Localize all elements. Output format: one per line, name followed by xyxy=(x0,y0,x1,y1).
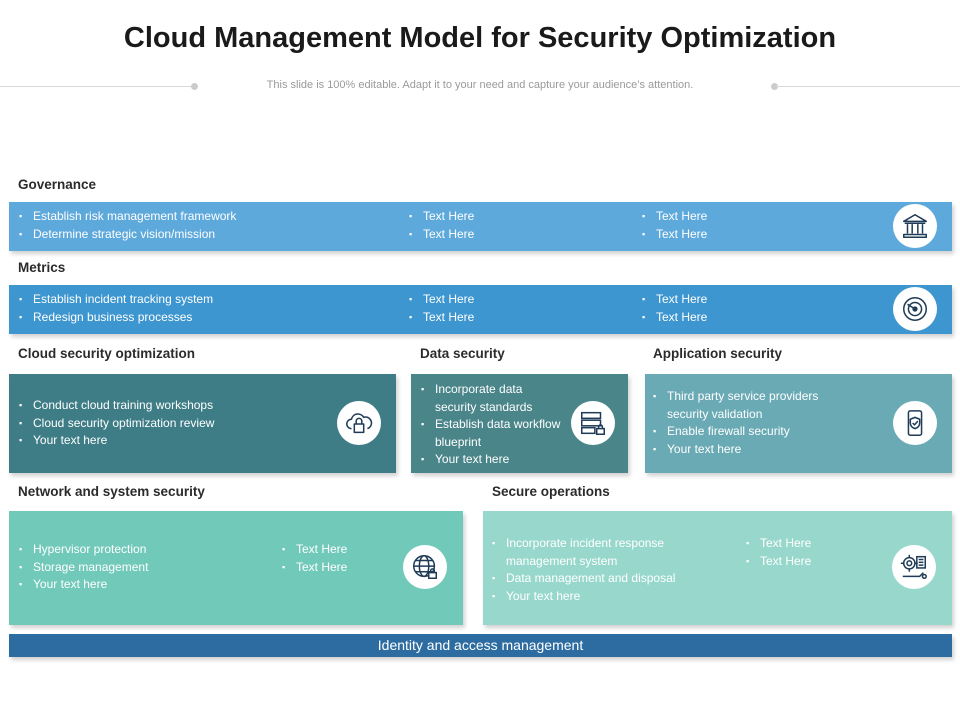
list-item: Incorporate data security standards xyxy=(421,381,561,416)
list-item: Text Here xyxy=(642,291,842,309)
list-item: Enable firewall security xyxy=(653,423,863,441)
list-item: Determine strategic vision/mission xyxy=(19,226,399,244)
network-security-col2: Text Here Text Here xyxy=(282,541,392,576)
list-item: Text Here xyxy=(746,535,856,553)
page-subtitle: This slide is 100% editable. Adapt it to… xyxy=(266,79,694,91)
network-security-label: Network and system security xyxy=(18,484,205,499)
page-title: Cloud Management Model for Security Opti… xyxy=(123,22,837,54)
metrics-col3: Text Here Text Here xyxy=(642,291,842,326)
list-item: Establish incident tracking system xyxy=(19,291,399,309)
governance-col1: Establish risk management framework Dete… xyxy=(19,208,399,243)
cloud-security-label: Cloud security optimization xyxy=(18,346,196,361)
list-item: Text Here xyxy=(409,309,609,327)
list-item: Your text here xyxy=(492,588,712,606)
governance-label: Governance xyxy=(18,177,97,192)
list-item: Text Here xyxy=(746,553,856,571)
secure-operations-panel: Incorporate incident response management… xyxy=(483,511,952,625)
identity-access-band: Identity and access management xyxy=(9,634,952,657)
cloud-security-panel: Conduct cloud training workshops Cloud s… xyxy=(9,374,396,473)
gauge-dial-icon xyxy=(893,287,937,331)
governance-band: Establish risk management framework Dete… xyxy=(9,202,952,251)
list-item: Text Here xyxy=(409,291,609,309)
list-item: Your text here xyxy=(19,432,319,450)
list-item: Your text here xyxy=(653,441,863,459)
list-item: Your text here xyxy=(19,576,269,594)
list-item: Establish risk management framework xyxy=(19,208,399,226)
subtitle-rule-left xyxy=(0,86,192,87)
list-item: Text Here xyxy=(409,226,609,244)
mobile-shield-icon xyxy=(893,401,937,445)
list-item: Establish data workflow blueprint xyxy=(421,416,561,451)
gear-circuit-icon xyxy=(892,545,936,589)
list-item: Conduct cloud training workshops xyxy=(19,397,319,415)
list-item: Text Here xyxy=(282,559,392,577)
network-security-panel: Hypervisor protection Storage management… xyxy=(9,511,463,625)
metrics-band: Establish incident tracking system Redes… xyxy=(9,285,952,334)
data-security-panel: Incorporate data security standards Esta… xyxy=(411,374,628,473)
list-item: Incorporate incident response management… xyxy=(492,535,712,570)
list-item: Text Here xyxy=(409,208,609,226)
list-item: Text Here xyxy=(642,309,842,327)
list-item: Data management and disposal xyxy=(492,570,712,588)
list-item: Cloud security optimization review xyxy=(19,415,319,433)
metrics-label: Metrics xyxy=(18,260,66,275)
data-security-list: Incorporate data security standards Esta… xyxy=(421,381,561,469)
list-item: Storage management xyxy=(19,559,269,577)
list-item: Text Here xyxy=(642,226,842,244)
globe-lock-icon xyxy=(403,545,447,589)
data-security-label: Data security xyxy=(420,346,505,361)
bank-building-icon xyxy=(893,204,937,248)
subtitle-rule-right xyxy=(776,86,960,87)
cloud-lock-icon xyxy=(337,401,381,445)
secure-operations-col2: Text Here Text Here xyxy=(746,535,856,570)
application-security-label: Application security xyxy=(653,346,783,361)
secure-operations-label: Secure operations xyxy=(492,484,610,499)
list-item: Third party service providers security v… xyxy=(653,388,863,423)
governance-col2: Text Here Text Here xyxy=(409,208,609,243)
application-security-list: Third party service providers security v… xyxy=(653,388,863,458)
metrics-col2: Text Here Text Here xyxy=(409,291,609,326)
subtitle-dot-right xyxy=(771,83,778,90)
list-item: Your text here xyxy=(421,451,561,469)
list-item: Text Here xyxy=(642,208,842,226)
governance-col3: Text Here Text Here xyxy=(642,208,842,243)
network-security-col1: Hypervisor protection Storage management… xyxy=(19,541,269,594)
server-lock-icon xyxy=(571,401,615,445)
list-item: Hypervisor protection xyxy=(19,541,269,559)
list-item: Redesign business processes xyxy=(19,309,399,327)
secure-operations-col1: Incorporate incident response management… xyxy=(492,535,712,605)
metrics-col1: Establish incident tracking system Redes… xyxy=(19,291,399,326)
subtitle-dot-left xyxy=(191,83,198,90)
list-item: Text Here xyxy=(282,541,392,559)
cloud-security-list: Conduct cloud training workshops Cloud s… xyxy=(19,397,319,450)
application-security-panel: Third party service providers security v… xyxy=(645,374,952,473)
